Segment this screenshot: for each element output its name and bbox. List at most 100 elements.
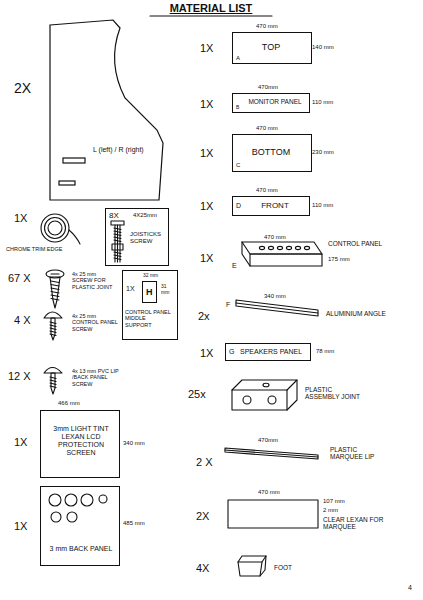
drawing-stroke <box>238 562 262 576</box>
quantity: 1X <box>200 42 213 55</box>
drawing-stroke <box>41 214 69 242</box>
drawing-stroke <box>295 246 300 249</box>
drawing-stroke <box>242 242 322 254</box>
lexan-screen-panel: 3mm LIGHT TINT LEXAN LCD PROTECTION SCRE… <box>40 410 120 478</box>
drawing-stroke <box>48 221 62 235</box>
drawing-stroke <box>114 255 121 257</box>
part-letter: F <box>226 301 230 309</box>
node-text: G <box>229 348 234 356</box>
part-letter: E <box>232 262 237 270</box>
quantity: 2x <box>198 310 210 323</box>
drawing-stroke <box>69 230 80 244</box>
part-name: CHROME TRIM EDGE <box>6 246 62 252</box>
drawing-stroke <box>50 328 56 330</box>
drawing-stroke <box>236 303 318 313</box>
slot <box>59 181 75 185</box>
side-panel-outline <box>50 20 163 200</box>
drawing-stroke <box>114 228 121 260</box>
drawing-stroke <box>99 495 107 503</box>
aluminium-angle-drawing <box>236 300 318 316</box>
drawing-stroke <box>263 383 269 387</box>
drawing-stroke <box>114 234 121 236</box>
quantity: 2 X <box>196 456 213 469</box>
drawing-stroke <box>51 373 55 394</box>
drawing-stroke <box>111 221 124 225</box>
drawing-stroke <box>49 494 61 506</box>
node-text: FRONT <box>243 201 307 210</box>
drawing-stroke <box>50 331 56 333</box>
drawing-stroke <box>44 368 62 374</box>
drawing-stroke <box>50 380 56 382</box>
dimension: 466 mm <box>58 400 80 407</box>
dimension: 470 mm <box>256 23 278 30</box>
dimension: 107 mm <box>323 498 345 505</box>
part-name: FOOT <box>274 564 292 571</box>
part-name: 4x 13 mm PVC LIP /BACK PANEL SCREW <box>72 368 122 387</box>
drawing-stroke <box>44 312 62 318</box>
quantity: 1X <box>14 436 27 449</box>
chrome-trim-coil <box>41 214 80 244</box>
dimension: 340 mm <box>264 293 286 300</box>
drawing-stroke <box>225 450 318 457</box>
quantity: 1X <box>14 520 27 533</box>
drawing-stroke <box>50 386 56 388</box>
screw-box: 8X4X25mmJOISTICKS SCREW <box>105 208 169 266</box>
node-text: 3 mm BACK PANEL <box>45 545 117 553</box>
drawing-stroke <box>112 244 123 250</box>
drawing-stroke <box>243 396 251 404</box>
side-panel: L (left) / R (right) <box>45 18 170 203</box>
quantity: 1X <box>200 98 213 111</box>
drawing-stroke <box>51 285 59 287</box>
node-note: 31 mm <box>161 284 175 296</box>
title-underline <box>150 15 272 16</box>
drawing-stroke <box>242 242 250 266</box>
drawing-stroke <box>114 228 121 230</box>
drawing-stroke <box>51 512 61 522</box>
marquee-lip-drawing <box>225 448 318 459</box>
drawing-stroke <box>50 334 56 336</box>
drawing-stroke <box>250 254 322 266</box>
node-note: A <box>236 55 240 62</box>
plastic-joint-drawing <box>232 380 297 410</box>
node-text: 8X <box>109 211 119 220</box>
part-name: PLASTIC MARQUEE LIP <box>330 446 390 461</box>
drawing-stroke <box>51 295 59 297</box>
dimension: 230 mm <box>312 149 334 156</box>
node-note: D <box>236 202 241 210</box>
short-screw <box>44 368 62 395</box>
drawing-stroke <box>238 556 266 562</box>
drawing-stroke <box>50 277 60 308</box>
quantity: 1X <box>200 200 213 213</box>
node-text: TOP <box>233 42 309 52</box>
page-number: 4 <box>408 584 412 592</box>
part-name: PLASTIC ASSEMBLY JOINT <box>305 386 365 401</box>
dimension: 340 mm <box>123 440 145 447</box>
back-panel-holes <box>49 494 107 522</box>
quantity: 4 X <box>14 314 31 327</box>
slot <box>63 158 85 163</box>
node-text: H <box>146 287 153 297</box>
drawing-stroke <box>286 246 291 249</box>
quantity: 1X <box>200 347 213 360</box>
quantity: 4X <box>196 562 209 575</box>
node-note: 32 mm <box>143 273 158 279</box>
drawing-stroke <box>50 322 56 324</box>
dimension: 470mm <box>258 437 278 444</box>
drawing-stroke <box>268 246 273 249</box>
clear-lexan-sheet <box>228 500 318 528</box>
node-note: C <box>236 162 240 169</box>
drawing-stroke <box>67 512 77 522</box>
support-part: H <box>142 281 157 303</box>
back-panel: 3 mm BACK PANEL <box>40 486 120 566</box>
drawing-stroke <box>50 377 56 388</box>
drawing-stroke <box>259 246 309 249</box>
drawing-stroke <box>225 448 318 459</box>
part-name: ALUMINIUM ANGLE <box>326 310 386 317</box>
drawing-stroke <box>232 380 297 390</box>
drawing-stroke <box>51 299 59 301</box>
dimension: 470 mm <box>258 489 280 496</box>
drawing-stroke <box>50 377 56 379</box>
dimension: 470 mm <box>264 234 286 241</box>
part-name: CLEAR LEXAN FOR MARQUEE <box>323 516 415 531</box>
part-name: 4x 25 mm CONTROL PANEL SCREW <box>72 313 118 332</box>
